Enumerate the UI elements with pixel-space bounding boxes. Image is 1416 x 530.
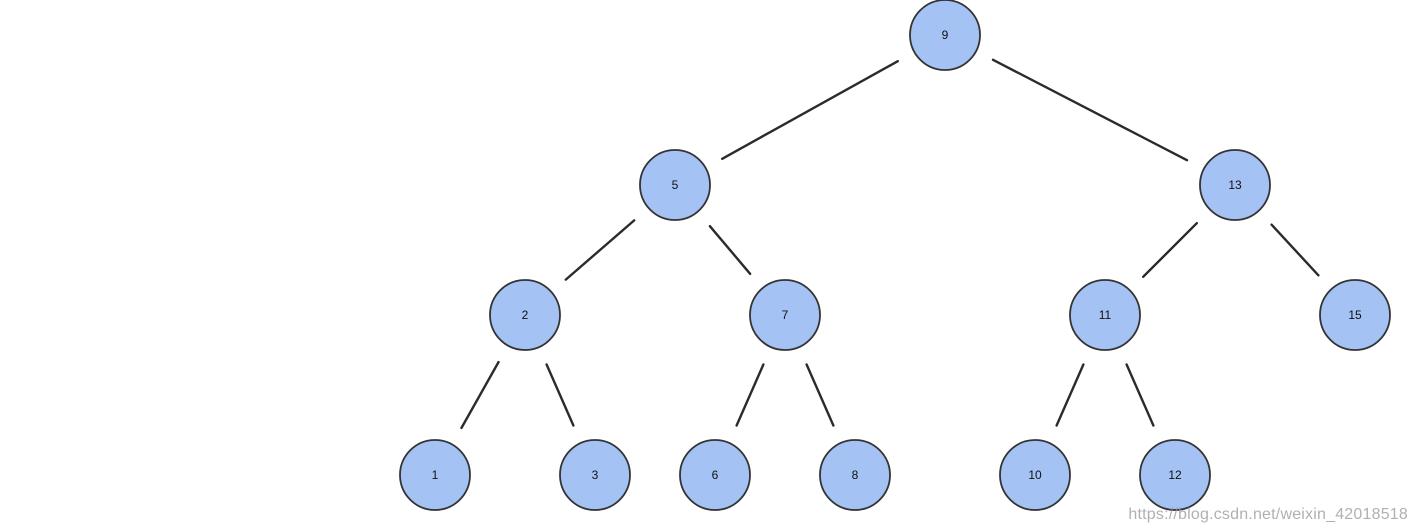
node-circle [639,149,711,221]
edge-n11-n12 [1125,363,1155,427]
node-label: 9 [942,28,949,42]
edge-n9-n13 [991,58,1189,162]
tree-node-n1: 1 [399,439,471,511]
tree-node-n11: 11 [1069,279,1141,351]
node-circle [489,279,561,351]
tree-node-n10: 10 [999,439,1071,511]
node-label: 1 [432,468,439,482]
node-circle [1069,279,1141,351]
node-circle [999,439,1071,511]
edge-n13-n11 [1141,221,1199,278]
node-circle [1319,279,1391,351]
tree-node-n8: 8 [819,439,891,511]
node-label: 3 [592,468,599,482]
tree-node-n12: 12 [1139,439,1211,511]
edge-n5-n2 [564,219,636,281]
edge-n7-n6 [735,363,765,427]
node-circle [819,439,891,511]
node-circle [909,0,981,71]
edges-layer [460,58,1320,430]
node-circle [399,439,471,511]
node-label: 2 [522,308,529,322]
edge-n7-n8 [805,363,835,427]
node-label: 12 [1168,468,1182,482]
tree-node-n5: 5 [639,149,711,221]
watermark-text: https://blog.csdn.net/weixin_42018518 [1128,506,1408,523]
node-label: 8 [852,468,859,482]
tree-node-n6: 6 [679,439,751,511]
node-circle [559,439,631,511]
node-label: 13 [1228,178,1242,192]
edge-n2-n1 [460,360,500,430]
tree-node-n15: 15 [1319,279,1391,351]
edge-n13-n15 [1270,223,1320,277]
node-circle [749,279,821,351]
edge-n2-n3 [545,363,575,427]
node-label: 15 [1348,308,1362,322]
edge-n5-n7 [708,224,752,275]
node-circle [1139,439,1211,511]
node-label: 7 [782,308,789,322]
node-label: 6 [712,468,719,482]
tree-node-n9: 9 [909,0,981,71]
node-label: 5 [672,178,679,192]
edge-n9-n5 [721,60,899,161]
tree-node-n13: 13 [1199,149,1271,221]
tree-node-n3: 3 [559,439,631,511]
tree-node-n2: 2 [489,279,561,351]
node-label: 11 [1099,308,1112,322]
tree-node-n7: 7 [749,279,821,351]
node-label: 10 [1028,468,1042,482]
node-circle [679,439,751,511]
node-circle [1199,149,1271,221]
edge-n11-n10 [1055,363,1085,427]
